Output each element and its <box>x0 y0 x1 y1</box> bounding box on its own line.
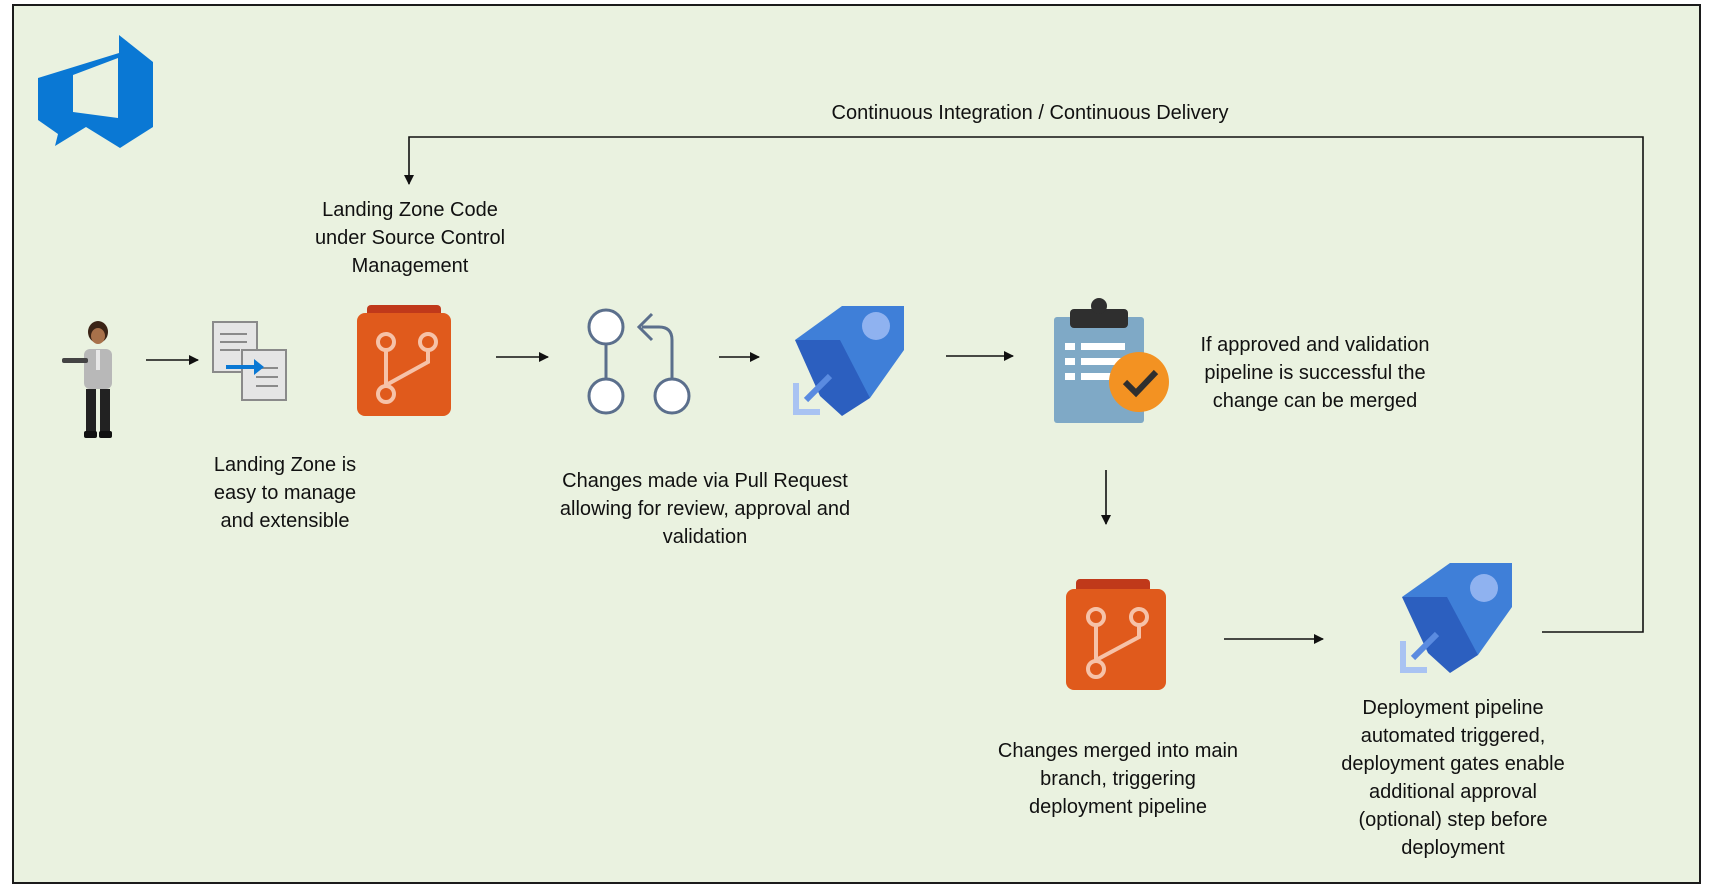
azure-devops-logo-icon <box>38 35 153 148</box>
diagram-panel <box>12 4 1701 884</box>
pull-request-icon <box>587 308 691 415</box>
clipboard-check-icon <box>1054 298 1169 423</box>
merge-repos-icon <box>1066 579 1166 690</box>
source-control-label: Landing Zone Code under Source Control M… <box>314 199 506 277</box>
pull-request-label: Changes made via Pull Request allowing f… <box>559 470 851 548</box>
developer-person-icon <box>62 321 112 438</box>
deployment-label: Deployment pipeline automated triggered,… <box>1341 697 1565 859</box>
cicd-loop-line <box>404 136 1644 633</box>
deploy-rocket-icon <box>1400 563 1512 673</box>
document-transfer-icon <box>212 321 287 401</box>
pipelines-rocket-icon <box>793 306 904 416</box>
manageable-label: Landing Zone is easy to manage and exten… <box>213 454 357 532</box>
approved-label: If approved and validation pipeline is s… <box>1200 334 1430 412</box>
cicd-loop-label: Continuous Integration / Continuous Deli… <box>831 102 1229 124</box>
merged-label: Changes merged into main branch, trigger… <box>997 740 1239 818</box>
repos-icon <box>357 305 451 416</box>
